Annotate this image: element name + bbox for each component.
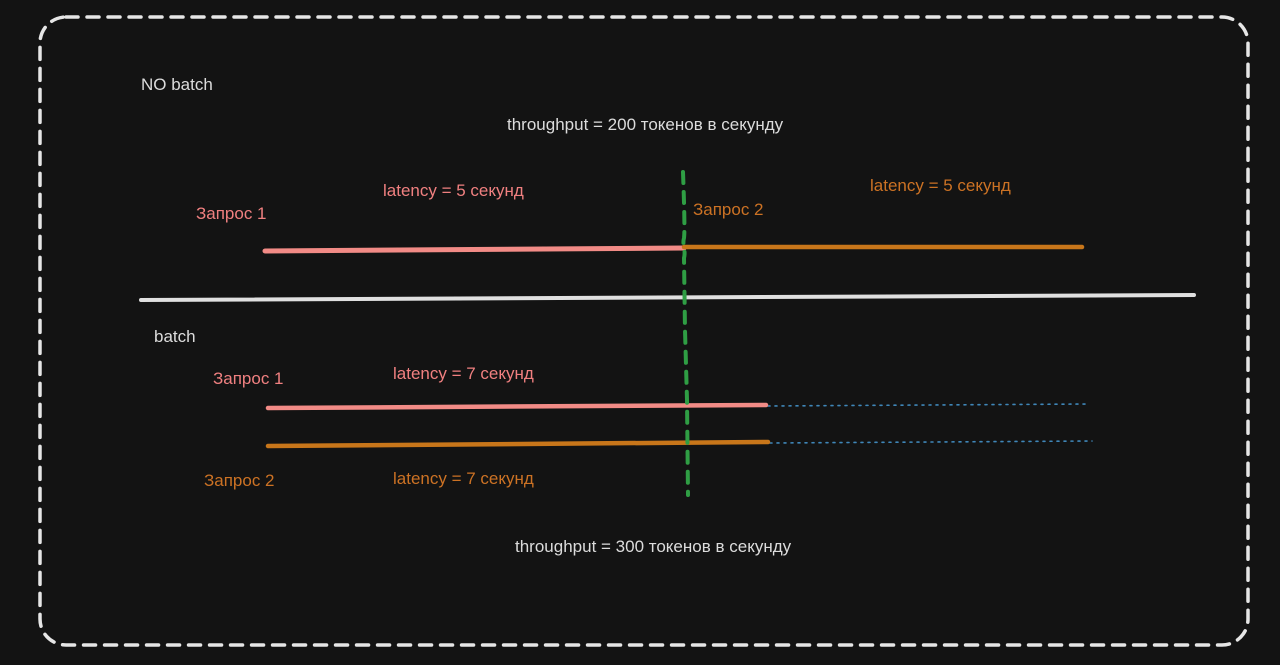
batch-request1-bar — [265, 402, 769, 411]
batch-request2-latency: latency = 7 секунд — [393, 469, 534, 488]
batch-request2-label: Запрос 2 — [204, 471, 275, 490]
batch-request1-latency: latency = 7 секунд — [393, 364, 534, 383]
no-batch-request1-latency: latency = 5 секунд — [383, 181, 524, 200]
no-batch-request2-label: Запрос 2 — [693, 200, 764, 219]
no-batch-request1-bar — [262, 245, 687, 254]
no-batch-request1-label: Запрос 1 — [196, 204, 267, 223]
batch-throughput: throughput = 300 токенов в секунду — [515, 537, 792, 556]
batch-request1-dotted-line — [767, 403, 1088, 407]
batch-request1-label: Запрос 1 — [213, 369, 284, 388]
frame-border — [38, 15, 1250, 647]
time-marker-line — [681, 170, 690, 497]
no-batch-title: NO batch — [141, 75, 213, 94]
batch-request2-bar — [265, 439, 771, 449]
section-divider — [139, 293, 1196, 302]
batch-title: batch — [154, 327, 196, 346]
batch-request2-dotted-line — [769, 440, 1093, 444]
no-batch-request2-latency: latency = 5 секунд — [870, 176, 1011, 195]
no-batch-throughput: throughput = 200 токенов в секунду — [507, 115, 784, 134]
